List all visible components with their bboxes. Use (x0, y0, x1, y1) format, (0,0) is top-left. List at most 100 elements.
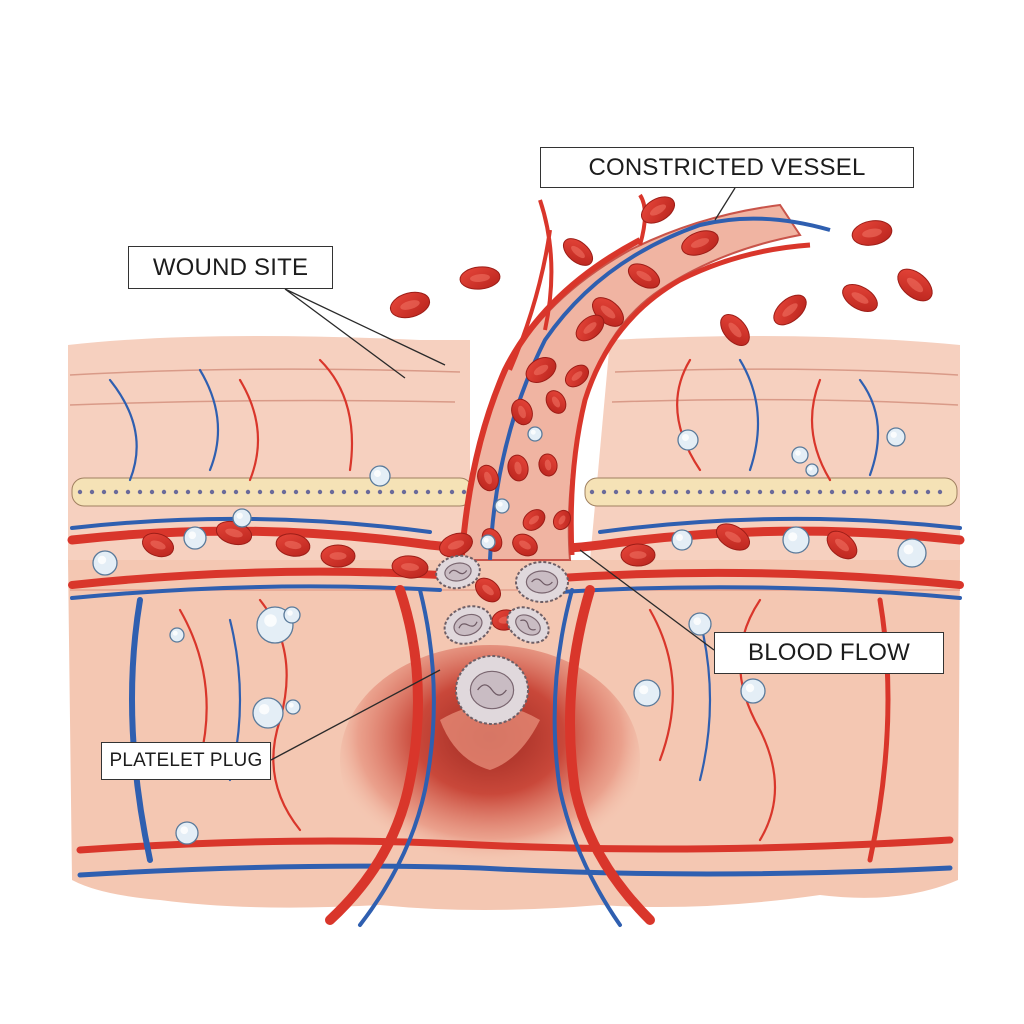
vein-far-left (129, 597, 153, 863)
basal-cell (353, 489, 359, 495)
red-blood-cell-center (782, 303, 798, 317)
pale-cell (252, 697, 284, 729)
pale-cell (494, 498, 510, 514)
pale-cell (791, 446, 809, 464)
basal-cell (329, 489, 335, 495)
pale-cell-highlight (788, 532, 798, 542)
red-blood-cell-center (571, 371, 583, 381)
red-blood-cell (851, 220, 893, 246)
red-blood-cell (545, 390, 567, 414)
basal-cell (721, 489, 727, 495)
basal-cell (769, 489, 775, 495)
platelet (455, 655, 529, 725)
red-blood-cell (459, 266, 501, 290)
basal-cell (125, 489, 131, 495)
vein-deep (77, 863, 953, 878)
red-blood-cell (681, 230, 719, 256)
pale-cell (633, 679, 661, 707)
basal-cell (245, 489, 251, 495)
constricted-vessel-vein (488, 216, 831, 561)
pale-cell (169, 627, 185, 643)
pale-cell-highlight (264, 614, 277, 627)
red-blood-cell-center (447, 540, 465, 550)
basal-cell (793, 489, 799, 495)
basal-cell (293, 489, 299, 495)
basal-cell (437, 489, 443, 495)
pale-cell-highlight (530, 429, 536, 435)
basal-cell (425, 489, 431, 495)
pale-cell-highlight (745, 683, 755, 693)
red-blood-cell (720, 314, 750, 346)
red-blood-cell (538, 453, 558, 477)
red-blood-cell (389, 291, 431, 319)
basal-cell (341, 489, 347, 495)
basal-cell (685, 489, 691, 495)
pale-cell (740, 678, 766, 704)
red-blood-cell-center (690, 238, 710, 248)
pale-cell (92, 550, 118, 576)
pale-cell (897, 538, 927, 568)
red-blood-cell (575, 314, 605, 342)
artery-far-right (867, 597, 891, 863)
pale-cell-highlight (180, 826, 189, 835)
pale-cell (480, 534, 496, 550)
red-blood-cell (897, 268, 933, 302)
basal-cell (709, 489, 715, 495)
capillaries-blue (108, 358, 880, 782)
basal-cell (257, 489, 263, 495)
pale-cell-highlight (374, 470, 381, 477)
red-blood-cell-center (571, 245, 585, 259)
red-blood-cell-center (150, 540, 166, 550)
pale-cell (183, 526, 207, 550)
red-blood-cell-center (519, 540, 531, 550)
basal-cell (197, 489, 203, 495)
basal-cell (733, 489, 739, 495)
pale-cell (232, 508, 252, 528)
red-blood-cell-center (484, 471, 492, 485)
leader-constricted-vessel (714, 187, 736, 221)
pale-cell-highlight (236, 512, 243, 519)
platelet-squiggle (448, 569, 468, 575)
red-blood-cell-center (724, 531, 742, 543)
basal-cell (305, 489, 311, 495)
basal-cell (209, 489, 215, 495)
leader-lines (270, 187, 736, 761)
red-blood-cell-center (728, 322, 742, 338)
constricted-vessel-artery-left (459, 237, 642, 556)
pale-cell (782, 526, 810, 554)
constricted-vessel-artery-right (568, 242, 811, 556)
basal-cell (937, 489, 943, 495)
red-blood-cell-center (470, 274, 490, 282)
pale-cell-highlight (903, 544, 914, 555)
pale-cell (283, 606, 301, 624)
basal-cell (113, 489, 119, 495)
red-blood-cell (391, 555, 429, 579)
pale-cell-highlight (795, 450, 801, 456)
pale-cell-highlight (497, 501, 503, 507)
red-blood-cell (627, 263, 661, 289)
basal-cell (281, 489, 287, 495)
red-blood-cell (640, 196, 676, 224)
basal-cell (161, 489, 167, 495)
label-platelet-plug: PLATELET PLUG (101, 742, 271, 780)
red-blood-cell-center (835, 538, 849, 552)
pale-cell-highlight (259, 704, 270, 715)
red-blood-cell-center (636, 270, 652, 282)
label-constricted-vessel: CONSTRICTED VESSEL (540, 147, 914, 188)
basal-cell (173, 489, 179, 495)
basal-cell (805, 489, 811, 495)
platelet (443, 605, 493, 645)
leader-blood-flow (579, 549, 715, 651)
pale-cell-highlight (97, 555, 107, 565)
basal-cell (89, 489, 95, 495)
label-blood-flow: BLOOD FLOW (714, 632, 944, 674)
pale-cell-highlight (172, 630, 178, 636)
artery-deep (76, 836, 954, 854)
basal-cell (101, 489, 107, 495)
basal-cell (637, 489, 643, 495)
platelet-squiggle (477, 684, 507, 696)
artery-right-trunk (565, 585, 655, 925)
pale-cell (805, 463, 819, 477)
basal-cell (413, 489, 419, 495)
red-blood-cell (275, 533, 311, 557)
